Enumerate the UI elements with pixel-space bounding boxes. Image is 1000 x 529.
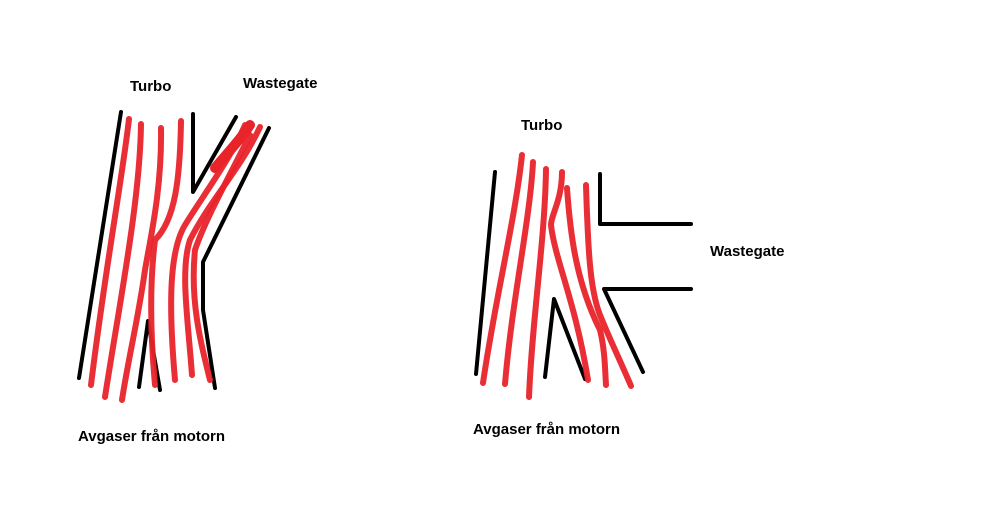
right-outer-wall	[474, 170, 497, 376]
right-flow-4	[548, 169, 591, 383]
left-divider-wall	[191, 112, 238, 194]
right-diagram-flows	[480, 152, 634, 400]
right-turbo-label: Turbo	[521, 117, 563, 134]
left-flow-4	[148, 118, 184, 388]
right-diagram-walls	[474, 170, 693, 381]
left-flow-7	[190, 132, 253, 383]
right-flow-5	[564, 185, 609, 388]
right-flow-3	[526, 166, 549, 400]
left-flow-6	[182, 124, 263, 378]
left-diagram-flows	[88, 116, 263, 403]
left-wastegate-label: Wastegate	[243, 75, 318, 92]
left-flow-1	[88, 116, 132, 388]
right-flow-6	[583, 182, 634, 389]
left-right-wall	[201, 126, 271, 390]
right-source-label: Avgaser från motorn	[473, 421, 620, 438]
right-flow-2	[502, 159, 536, 387]
left-flow-thick	[210, 120, 255, 173]
left-outer-wall	[77, 110, 123, 380]
right-wastegate-lower-wall	[602, 287, 693, 374]
right-wastegate-upper-wall	[598, 172, 693, 226]
left-turbo-label: Turbo	[130, 78, 172, 95]
right-inner-v-wall	[543, 297, 587, 381]
left-flow-2	[102, 121, 144, 400]
right-wastegate-label: Wastegate	[710, 243, 785, 260]
right-flow-1	[480, 152, 525, 386]
left-source-label: Avgaser från motorn	[78, 428, 225, 445]
left-flow-3	[119, 125, 165, 403]
